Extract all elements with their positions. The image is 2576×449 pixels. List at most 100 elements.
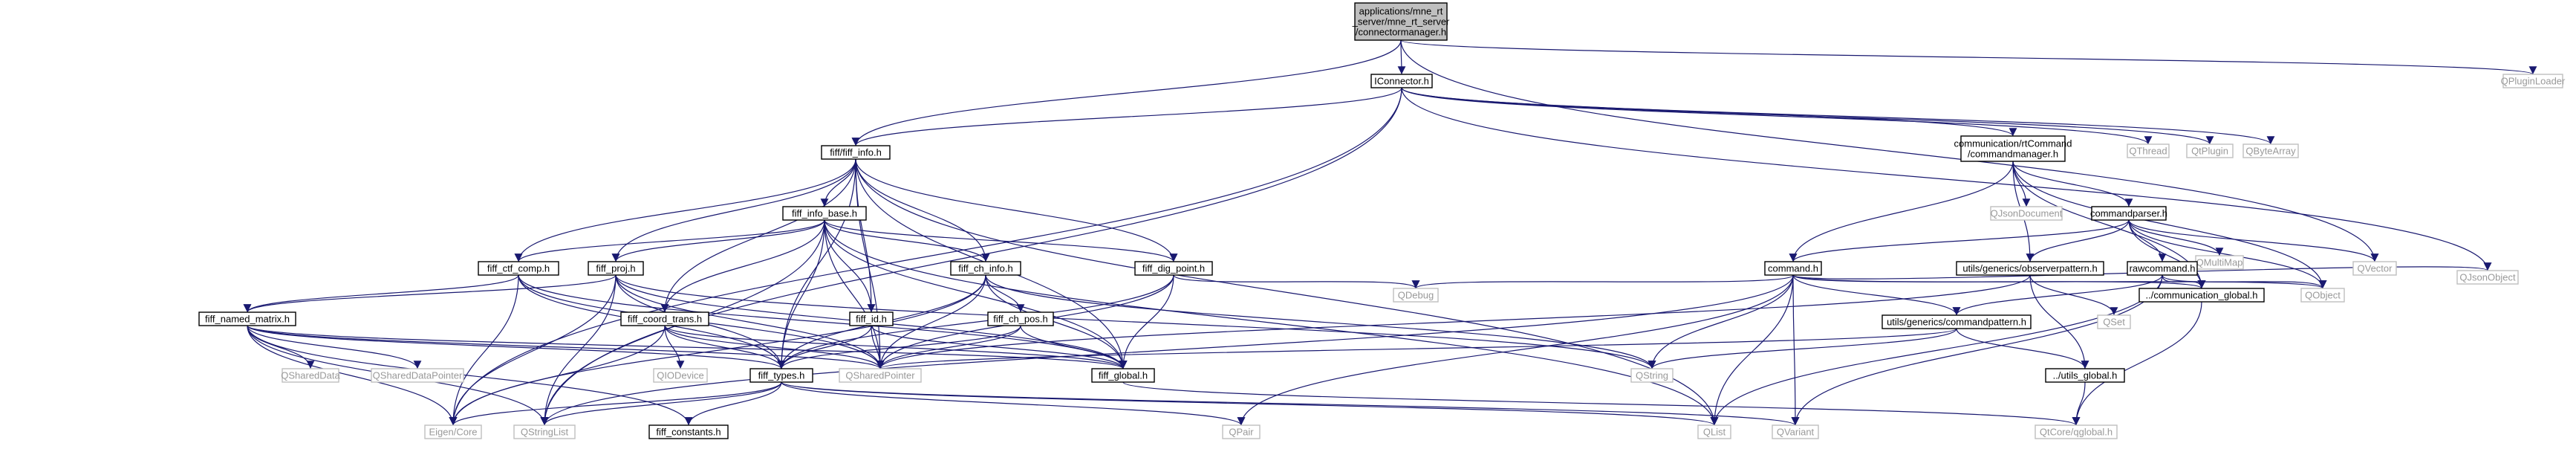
- node-qjsonobject: QJsonObject: [2456, 270, 2519, 285]
- node-box-commandmanager: [1960, 135, 2066, 162]
- edge-fiff_coord_trans-to-qsharedpointer: [664, 325, 885, 369]
- edge-utils_global-to-qtcore_qglobal: [2072, 381, 2086, 426]
- node-fiff_info[interactable]: fiff/fiff_info.h: [821, 145, 891, 160]
- node-qvector: QVector: [2352, 261, 2397, 276]
- node-commandparser[interactable]: commandparser.h: [2090, 206, 2167, 221]
- edge-fiff_info_base-to-fiff_dig_point: [824, 219, 1178, 262]
- node-label-commandmanager-line-2: /commandmanager.h: [1968, 149, 2058, 160]
- node-fiff_types[interactable]: fiff_types.h: [749, 368, 813, 383]
- edge-commandpattern-to-qsharedpointer: [876, 328, 1957, 369]
- node-label-commandparser: commandparser.h: [2090, 208, 2167, 219]
- node-label-qstringlist: QStringList: [521, 427, 569, 438]
- node-label-qpluginloader: QPluginLoader: [2501, 76, 2566, 87]
- node-label-fiff_id: fiff_id.h: [856, 314, 887, 325]
- node-label-qdebug: QDebug: [1398, 290, 1434, 301]
- edge-fiff_info_base-to-qlist: [824, 219, 1719, 426]
- edge-command-to-qvariant: [1791, 274, 1800, 426]
- node-commandpattern[interactable]: utils/generics/commandpattern.h: [1881, 314, 2032, 329]
- node-qstring: QString: [1630, 368, 1674, 383]
- node-commandmanager[interactable]: communication/rtCommand/commandmanager.h: [1954, 135, 2072, 162]
- nodes-layer: applications/mne_rt_server/mne_rt_server…: [198, 2, 2566, 439]
- node-rawcommand[interactable]: rawcommand.h: [2127, 261, 2198, 276]
- node-qmultimap: QMultiMap: [2195, 255, 2244, 270]
- node-qpair: QPair: [1222, 424, 1261, 439]
- node-label-qtcore_qglobal: QtCore/qglobal.h: [2040, 427, 2112, 438]
- edge-commandpattern-to-utils_global: [1956, 328, 2089, 369]
- node-qtcore_qglobal: QtCore/qglobal.h: [2035, 424, 2118, 439]
- node-qlist: QList: [1697, 424, 1731, 439]
- node-box-qjsonobject: [2456, 270, 2519, 285]
- node-label-fiff_global: fiff_global.h: [1099, 370, 1148, 381]
- node-box-iconnector: [1370, 74, 1433, 88]
- edge-fiff_coord_trans-to-fiff_global: [664, 325, 1128, 369]
- node-fiff_named_matrix[interactable]: fiff_named_matrix.h: [198, 311, 296, 326]
- edge-fiff_named_matrix-to-qshareddatapointer: [247, 325, 422, 369]
- edge-fiff_named_matrix-to-fiff_global: [247, 325, 1127, 369]
- edge-fiff_ch_pos-to-qsharedpointer: [876, 325, 1021, 369]
- edge-command-to-commandpattern: [1792, 274, 1961, 316]
- edge-fiff_info-to-qsharedpointer: [855, 158, 885, 369]
- node-box-fiff_info: [821, 145, 891, 160]
- edge-iconnector-to-qtplugin: [1401, 87, 2214, 145]
- node-communication_global[interactable]: ../communication_global.h: [2138, 288, 2265, 303]
- edge-fiff_coord_trans-to-eigen_core: [449, 325, 666, 426]
- edge-observerpattern-to-qset: [2029, 274, 2118, 316]
- node-fiff_constants[interactable]: fiff_constants.h: [648, 424, 729, 439]
- edge-commandparser-to-qmultimap: [2128, 219, 2224, 256]
- edge-fiff_types-to-qstringlist: [540, 381, 782, 426]
- node-qshareddata: QSharedData: [281, 368, 341, 383]
- node-label-fiff_coord_trans: fiff_coord_trans.h: [628, 314, 702, 325]
- edge-fiff_dig_point-to-fiff_types: [777, 274, 1174, 369]
- node-command[interactable]: command.h: [1764, 261, 1822, 276]
- node-fiff_info_base[interactable]: fiff_info_base.h: [782, 206, 867, 221]
- node-qdebug: QDebug: [1393, 288, 1439, 303]
- edge-command-to-qobject: [1792, 274, 2327, 289]
- node-fiff_dig_point[interactable]: fiff_dig_point.h: [1134, 261, 1213, 276]
- node-observerpattern[interactable]: utils/generics/observerpattern.h: [1956, 261, 2104, 276]
- edge-observerpattern-to-qsharedpointer: [876, 274, 2031, 369]
- node-box-qtcore_qglobal: [2035, 424, 2118, 439]
- edge-fiff_info-to-fiff_ctf_comp: [514, 158, 856, 262]
- edge-iconnector-to-qbytearray: [1401, 87, 2275, 145]
- node-label-iconnector: IConnector.h: [1374, 76, 1429, 87]
- edge-commandparser-to-observerpattern: [2026, 219, 2130, 262]
- node-fiff_proj[interactable]: fiff_proj.h: [588, 261, 644, 276]
- edge-command-to-qpair: [1237, 274, 1794, 426]
- edge-fiff_global-to-qtcore_qglobal: [1122, 381, 2080, 426]
- node-label-fiff_ctf_comp: fiff_ctf_comp.h: [487, 263, 550, 274]
- node-label-qvector: QVector: [2358, 263, 2393, 274]
- node-label-root-line-3: /connectormanager.h: [1356, 27, 1446, 38]
- node-box-qstringlist: [513, 424, 576, 439]
- node-box-qjsondocument: [1990, 206, 2063, 221]
- edge-command-to-qdebug: [1411, 274, 1794, 289]
- node-label-qobject: QObject: [2305, 290, 2341, 301]
- node-fiff_global[interactable]: fiff_global.h: [1091, 368, 1155, 383]
- edge-rawcommand-to-qobject: [2162, 274, 2327, 289]
- node-box-fiff_coord_trans: [620, 311, 709, 326]
- node-box-qstring: [1630, 368, 1674, 383]
- node-fiff_coord_trans[interactable]: fiff_coord_trans.h: [620, 311, 709, 326]
- node-label-eigen_core: Eigen/Core: [429, 427, 477, 438]
- node-label-qmultimap: QMultiMap: [2196, 257, 2243, 268]
- node-qobject: QObject: [2300, 288, 2345, 303]
- edge-commandparser-to-qvector: [2128, 219, 2379, 262]
- node-fiff_ch_pos[interactable]: fiff_ch_pos.h: [987, 311, 1054, 326]
- node-box-qtplugin: [2186, 143, 2234, 158]
- node-label-qstring: QString: [1636, 370, 1668, 381]
- node-label-utils_global: ../utils_global.h: [2053, 370, 2118, 381]
- node-fiff_ctf_comp[interactable]: fiff_ctf_comp.h: [478, 261, 559, 276]
- node-iconnector[interactable]: IConnector.h: [1370, 74, 1433, 88]
- node-label-qthread: QThread: [2129, 146, 2167, 157]
- edge-fiff_ctf_comp-to-eigen_core: [449, 274, 519, 426]
- node-fiff_id[interactable]: fiff_id.h: [849, 311, 894, 326]
- node-label-fiff_ch_pos: fiff_ch_pos.h: [993, 314, 1047, 325]
- node-box-qsharedpointer: [839, 368, 922, 383]
- edge-fiff_info-to-fiff_types: [777, 158, 856, 369]
- edge-commandparser-to-qobject: [2128, 219, 2327, 289]
- node-box-commandparser: [2091, 206, 2167, 221]
- node-label-qshareddata: QSharedData: [281, 370, 340, 381]
- node-root[interactable]: applications/mne_rt_server/mne_rt_server…: [1352, 2, 1450, 41]
- node-fiff_ch_info[interactable]: fiff_ch_info.h: [950, 261, 1021, 276]
- edge-fiff_info_base-to-fiff_ctf_comp: [514, 219, 825, 262]
- node-utils_global[interactable]: ../utils_global.h: [2045, 368, 2125, 383]
